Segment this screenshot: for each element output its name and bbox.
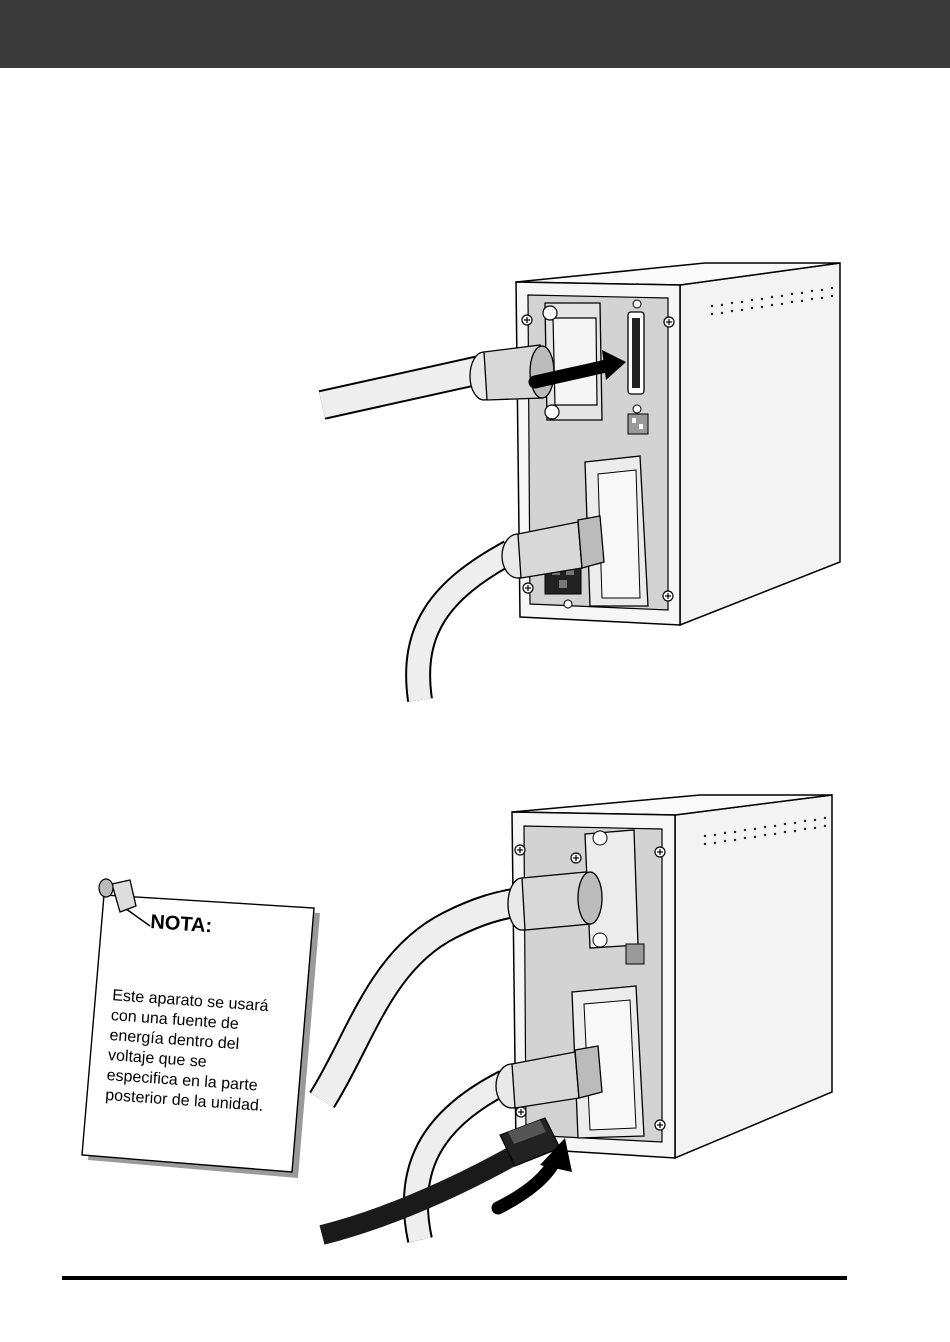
note-title: NOTA: [150, 911, 213, 937]
illustration-scsi-connection [322, 263, 840, 700]
note-card: NOTA: Este aparato se usará con una fuen… [82, 879, 320, 1178]
illustration-power-connection [322, 795, 832, 1240]
footer-rule [62, 1276, 847, 1280]
